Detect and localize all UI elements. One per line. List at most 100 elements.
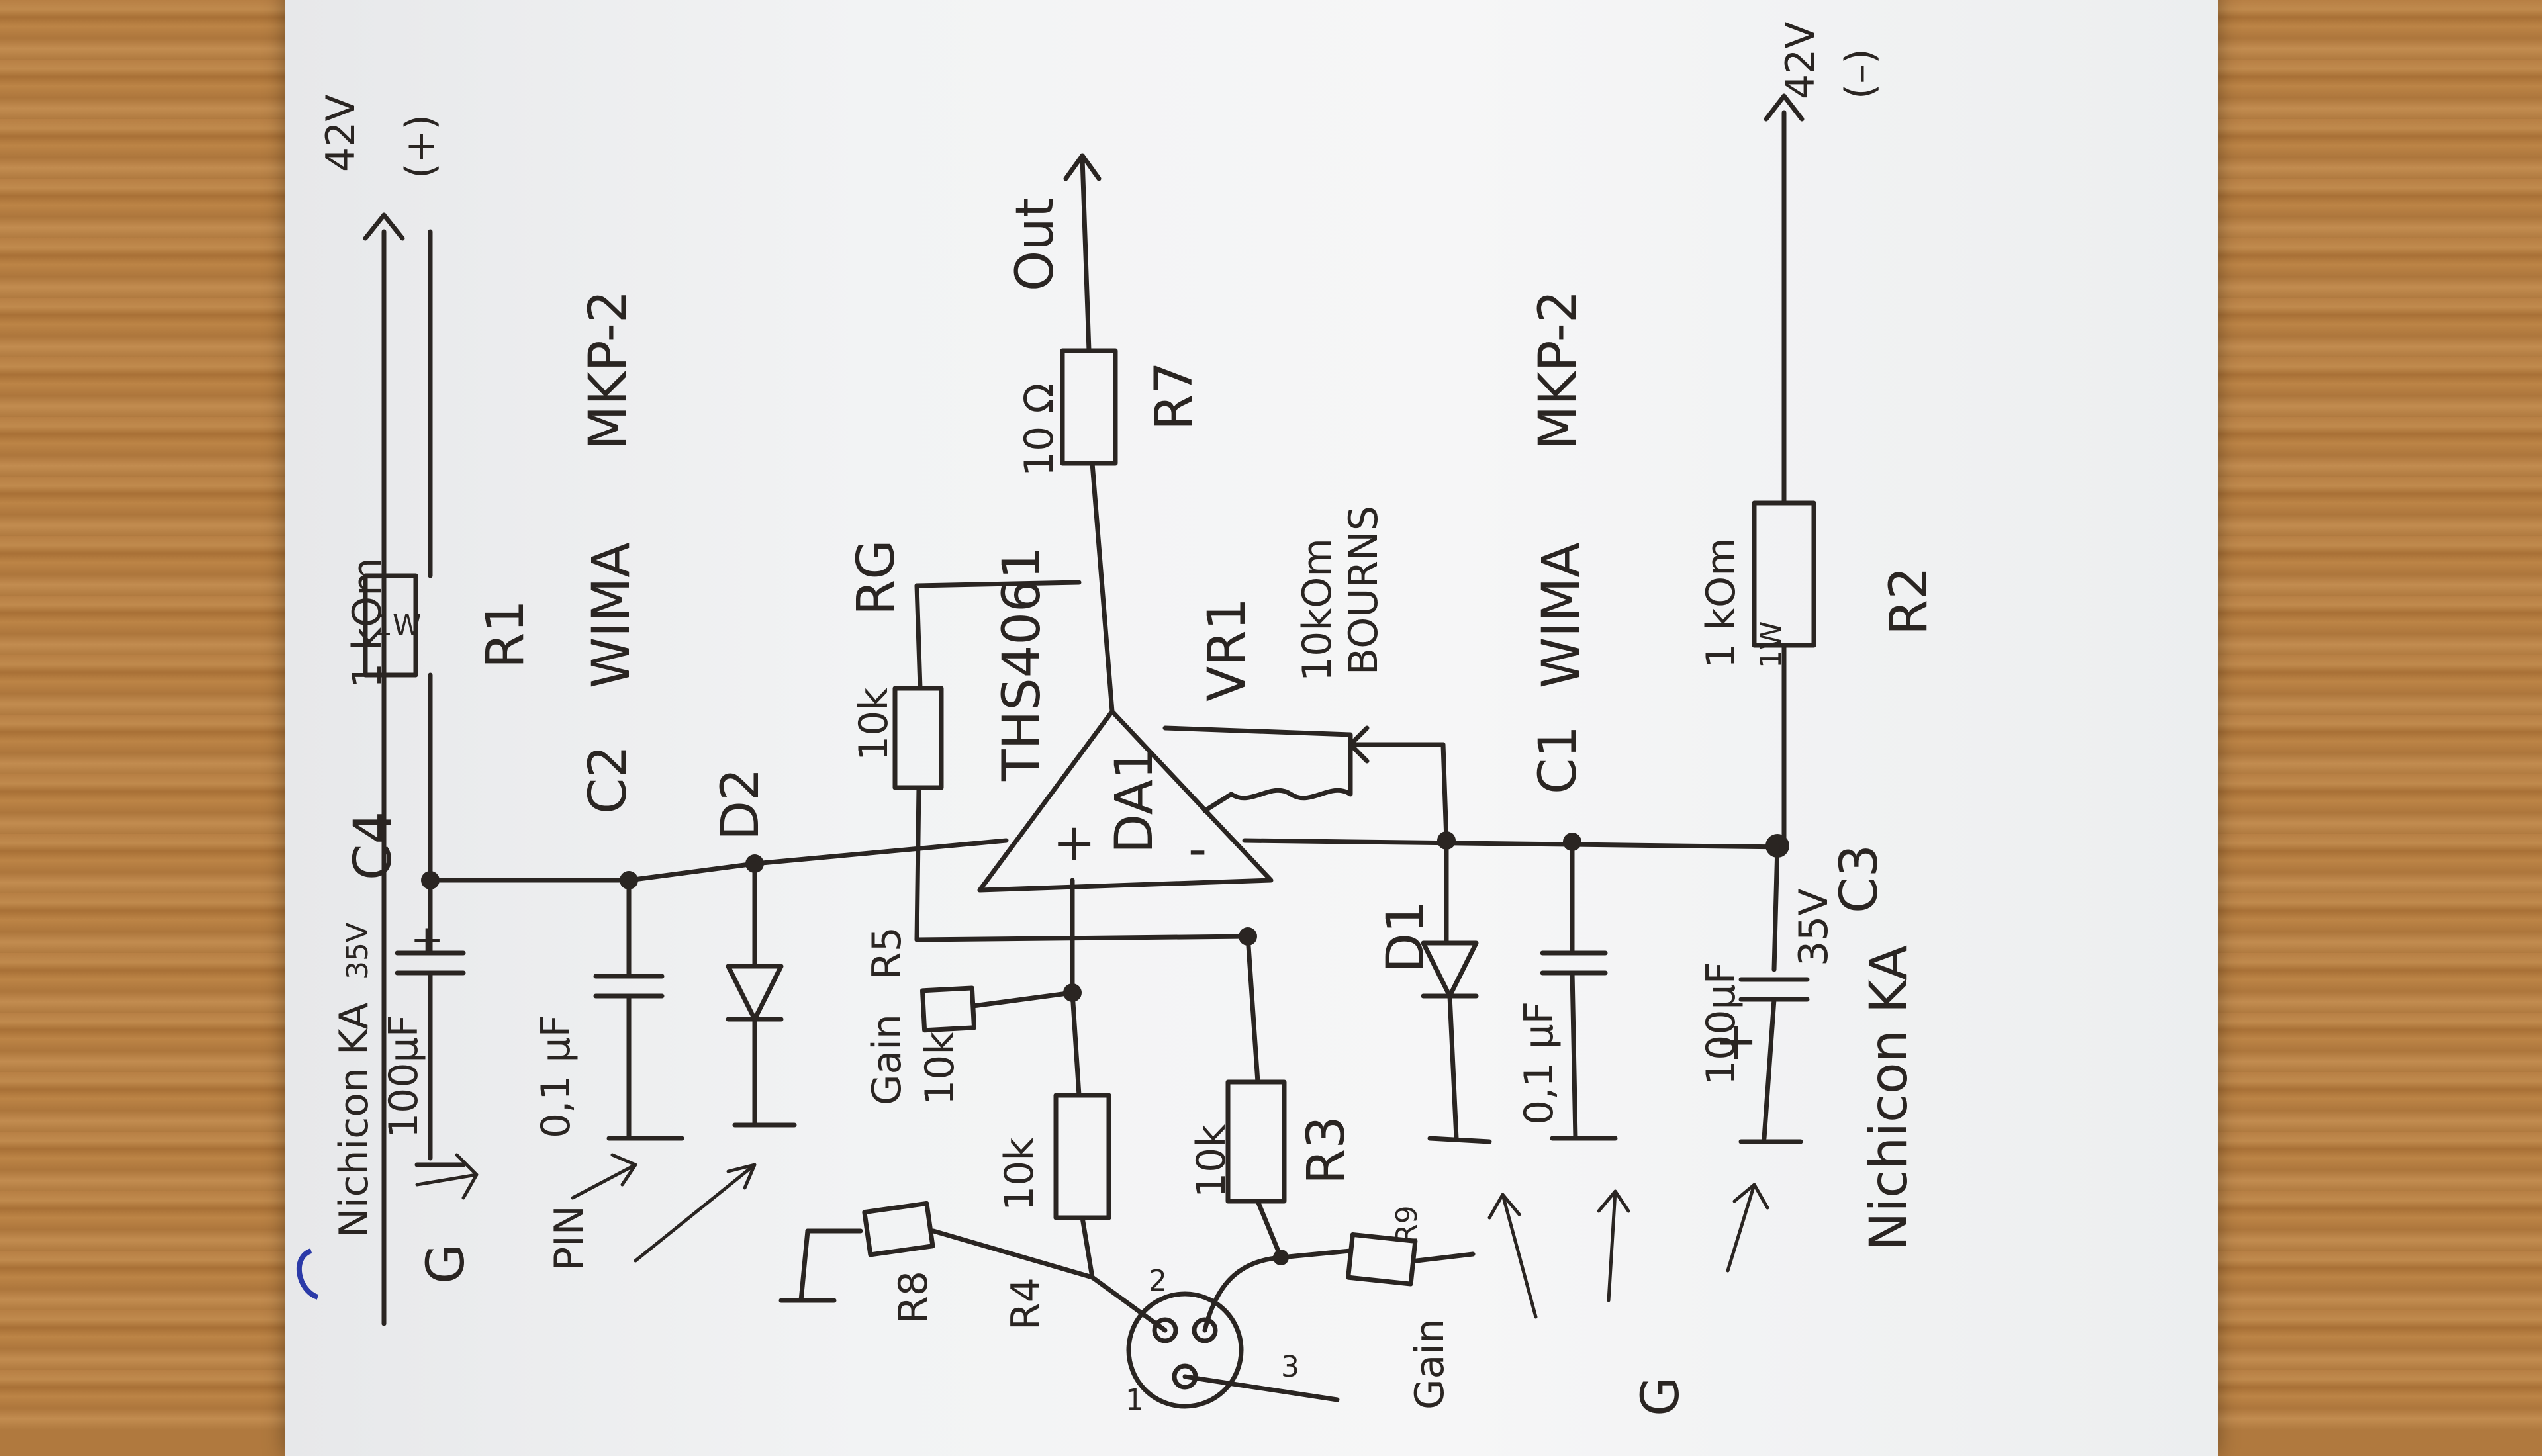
input-network (919, 878, 1289, 1280)
svg-text:10k: 10k (851, 688, 897, 761)
svg-text:Nichicon KA: Nichicon KA (331, 1003, 377, 1238)
label-rg-value: 10k (851, 688, 897, 761)
label-pin-3: 3 (1281, 1350, 1299, 1384)
c3-capacitor (1738, 843, 1810, 1144)
svg-text:R8: R8 (890, 1271, 937, 1324)
label-g-top: G (416, 1244, 476, 1284)
svg-text:42V: 42V (1777, 22, 1824, 99)
svg-text:Gain: Gain (1407, 1318, 1453, 1410)
svg-text:R3: R3 (1297, 1116, 1356, 1185)
positive-bus (421, 838, 1009, 889)
svg-text:PIN: PIN (546, 1205, 592, 1271)
label-c1-brand: WIMA (1532, 542, 1591, 688)
svg-text:WIMA: WIMA (1532, 542, 1591, 688)
label-opamp-plus: + (1053, 813, 1096, 873)
svg-text:1 kOm: 1 kOm (1698, 537, 1744, 668)
svg-text:Out: Out (1006, 198, 1065, 291)
c4-capacitor (395, 878, 466, 1167)
svg-text:MKP-2: MKP-2 (579, 290, 638, 450)
svg-text:C4: C4 (344, 811, 403, 880)
label-r3-value: 10k (1188, 1124, 1235, 1198)
label-r4-value: 10k (996, 1138, 1043, 1211)
label-pin: PIN (546, 1205, 592, 1271)
ground-arrows (415, 1153, 1769, 1319)
label-c2-value: 0,1 μF (533, 1015, 579, 1138)
svg-text:C3: C3 (1830, 844, 1889, 913)
svg-text:10k: 10k (917, 1032, 963, 1105)
svg-text:BOURNS: BOURNS (1341, 506, 1387, 675)
svg-text:R7: R7 (1145, 361, 1204, 430)
label-r5-ref: R5 (864, 927, 910, 979)
svg-text:WIMA: WIMA (582, 542, 641, 688)
svg-text:DA1: DA1 (1105, 747, 1164, 854)
svg-text:D2: D2 (711, 768, 771, 841)
label-c3-voltage: 35V (1791, 889, 1837, 966)
label-vr1-ref: VR1 (1198, 598, 1257, 702)
label-c3-plus: + (1715, 1012, 1758, 1071)
blue-pen-mark (297, 1248, 319, 1300)
opamp-da1 (977, 709, 1274, 893)
svg-text:MKP-2: MKP-2 (1529, 290, 1588, 450)
bottom-rail (1764, 93, 1805, 850)
label-r2-power: 1W (1754, 621, 1788, 669)
label-d2-ref: D2 (711, 768, 771, 841)
label-pin-1: 1 (1125, 1383, 1144, 1417)
r1-power-label: 1W (374, 609, 422, 643)
svg-text:C2: C2 (579, 745, 638, 814)
negative-bus (1242, 831, 1789, 858)
svg-text:D1: D1 (1376, 900, 1436, 973)
svg-text:35V: 35V (1791, 889, 1837, 966)
label-minus-bottom: (–) (1837, 48, 1883, 99)
svg-text:THS4061: THS4061 (992, 547, 1052, 782)
label-42v-top: 42V (318, 95, 364, 172)
svg-text:Nichicon KA: Nichicon KA (1859, 945, 1919, 1251)
label-42v-bottom: 42V (1777, 22, 1824, 99)
svg-text:(+): (+) (397, 114, 444, 179)
label-c1-value: 0,1 μF (1516, 1001, 1562, 1125)
label-r5-note: Gain (864, 1014, 910, 1105)
vr1-trimmer (1162, 725, 1449, 843)
svg-text:0,1 μF: 0,1 μF (1516, 1001, 1562, 1125)
svg-text:R4: R4 (1003, 1277, 1049, 1330)
r1-resistor: 1W (363, 573, 422, 678)
label-r5-value: 10k (917, 1032, 963, 1105)
svg-text:G: G (416, 1244, 476, 1284)
label-c1-ref: C1 (1529, 725, 1588, 794)
label-c4-plus: + (410, 917, 444, 963)
svg-text:Gain: Gain (864, 1014, 910, 1105)
label-r7-value: 10 Ω (1016, 383, 1062, 477)
svg-text:VR1: VR1 (1198, 598, 1257, 702)
svg-text:1 kOm: 1 kOm (344, 557, 391, 688)
label-opamp-minus: - (1188, 820, 1207, 880)
svg-text:(–): (–) (1837, 48, 1883, 99)
svg-text:10 Ω: 10 Ω (1016, 383, 1062, 477)
label-g-bottom: G (1631, 1377, 1691, 1416)
svg-text:35V: 35V (341, 923, 375, 979)
label-opamp-name: DA1 (1105, 747, 1164, 854)
label-c4-brand: Nichicon KA (331, 1003, 377, 1238)
label-r9-ref: R9 (1390, 1205, 1424, 1244)
r8-r9-network (778, 1201, 1476, 1303)
label-plus-top: (+) (397, 114, 444, 179)
xlr-connector (1090, 1255, 1340, 1409)
svg-text:R5: R5 (864, 927, 910, 979)
d1-diode (1421, 838, 1492, 1144)
svg-text:100μF: 100μF (381, 1015, 427, 1138)
d2-diode (726, 861, 797, 1128)
label-c3-ref: C3 (1830, 844, 1889, 913)
svg-text:R9: R9 (1390, 1205, 1424, 1244)
svg-text:C1: C1 (1529, 725, 1588, 794)
label-opamp-part: THS4061 (992, 547, 1052, 782)
label-r2-value: 1 kOm (1698, 537, 1744, 668)
svg-text:0,1 μF: 0,1 μF (533, 1015, 579, 1138)
label-d1-ref: D1 (1376, 900, 1436, 973)
label-vr1-brand: BOURNS (1341, 506, 1387, 675)
svg-text:RG: RG (847, 539, 906, 615)
label-c2-ref: C2 (579, 745, 638, 814)
label-c2-brand: WIMA (582, 542, 641, 688)
svg-text:10k: 10k (1188, 1124, 1235, 1198)
top-rail (363, 212, 405, 1326)
label-c3-brand: Nichicon KA (1859, 945, 1919, 1251)
c2-capacitor (593, 878, 684, 1141)
